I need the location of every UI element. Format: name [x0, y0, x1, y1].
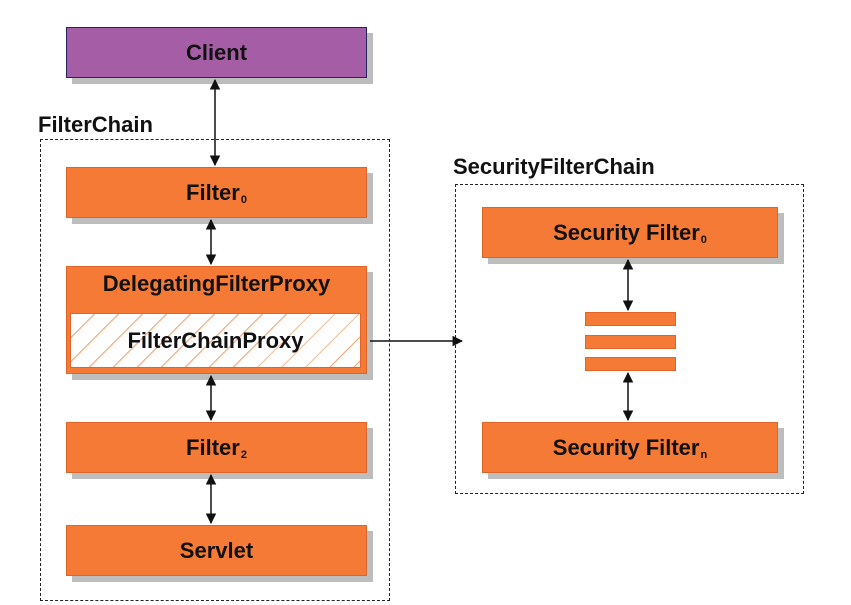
delegating-proxy-label: DelegatingFilterProxy — [102, 271, 331, 296]
security-filtern-label: Security Filter — [552, 434, 700, 460]
servlet-label: Servlet — [179, 537, 254, 563]
security-filter0-subscript: 0 — [700, 233, 707, 246]
servlet-box: Servlet — [66, 525, 367, 576]
filter2-label: Filter — [186, 434, 240, 460]
security-filter-bar-1 — [585, 312, 676, 326]
client-box: Client — [66, 27, 367, 78]
filter-chain-proxy-label: FilterChainProxy — [127, 327, 304, 353]
filter-chain-title: FilterChain — [38, 112, 153, 137]
security-filter-bar-3 — [585, 357, 676, 371]
security-filter-bar-2 — [585, 335, 676, 349]
filter2-subscript: 2 — [240, 448, 247, 461]
security-filtern-subscript: n — [700, 448, 708, 461]
security-filter-chain-title: SecurityFilterChain — [453, 154, 655, 179]
filter0-label: Filter — [186, 179, 240, 205]
client-label: Client — [185, 39, 248, 65]
security-filter0-label: Security Filter — [553, 219, 700, 245]
filter-chain-proxy-box: FilterChainProxy — [70, 313, 361, 368]
filter0-subscript: 0 — [240, 193, 247, 206]
